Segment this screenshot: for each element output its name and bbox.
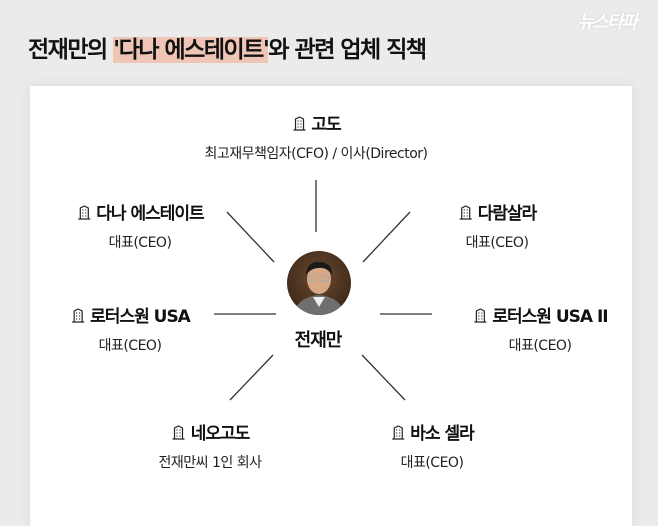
node-role: 대표(CEO) [400,455,464,471]
avatar [287,251,351,315]
page-title: 전재만의 '다나 에스테이트'와 관련 업체 직책 [28,30,427,64]
node-lotusone-usa: 로터스원 USA 대표(CEO) [70,302,191,355]
line-neo [229,354,274,401]
building-icon [293,115,306,131]
title-text-end: 와 관련 업체 직책 [268,37,427,63]
line-dana [226,211,275,263]
line-daram [362,211,411,263]
node-role: 대표(CEO) [108,235,172,251]
center-person-name: 전재만 [294,330,343,351]
line-baso [361,354,406,401]
building-icon [392,424,405,440]
building-icon [474,307,487,323]
node-name: 바소 셀라 [410,424,474,444]
node-name: 네오고도 [190,424,251,444]
person-photo [293,261,345,315]
node-role: 전재만씨 1인 회사 [158,455,262,471]
node-name: 로터스원 USA II [492,307,608,327]
node-name: 로터스원 USA [90,307,191,327]
building-icon [172,424,185,440]
node-role: 대표(CEO) [98,338,162,354]
building-icon [72,307,85,323]
title-highlight: '다나 에스테이트' [113,37,270,63]
node-name: 고도 [311,115,341,135]
brand-logo: 뉴스타파 [577,12,638,33]
node-role: 대표(CEO) [508,338,572,354]
node-name: 다나 에스테이트 [96,204,204,224]
title-text: 전재만의 [28,37,114,63]
node-name: 다람살라 [477,204,538,224]
node-role: 대표(CEO) [465,235,529,251]
node-role: 최고재무책임자(CFO) / 이사(Director) [204,146,428,162]
building-icon [78,204,91,220]
node-lotusone-usa-ii: 로터스원 USA II 대표(CEO) [472,302,609,355]
building-icon [459,204,472,220]
